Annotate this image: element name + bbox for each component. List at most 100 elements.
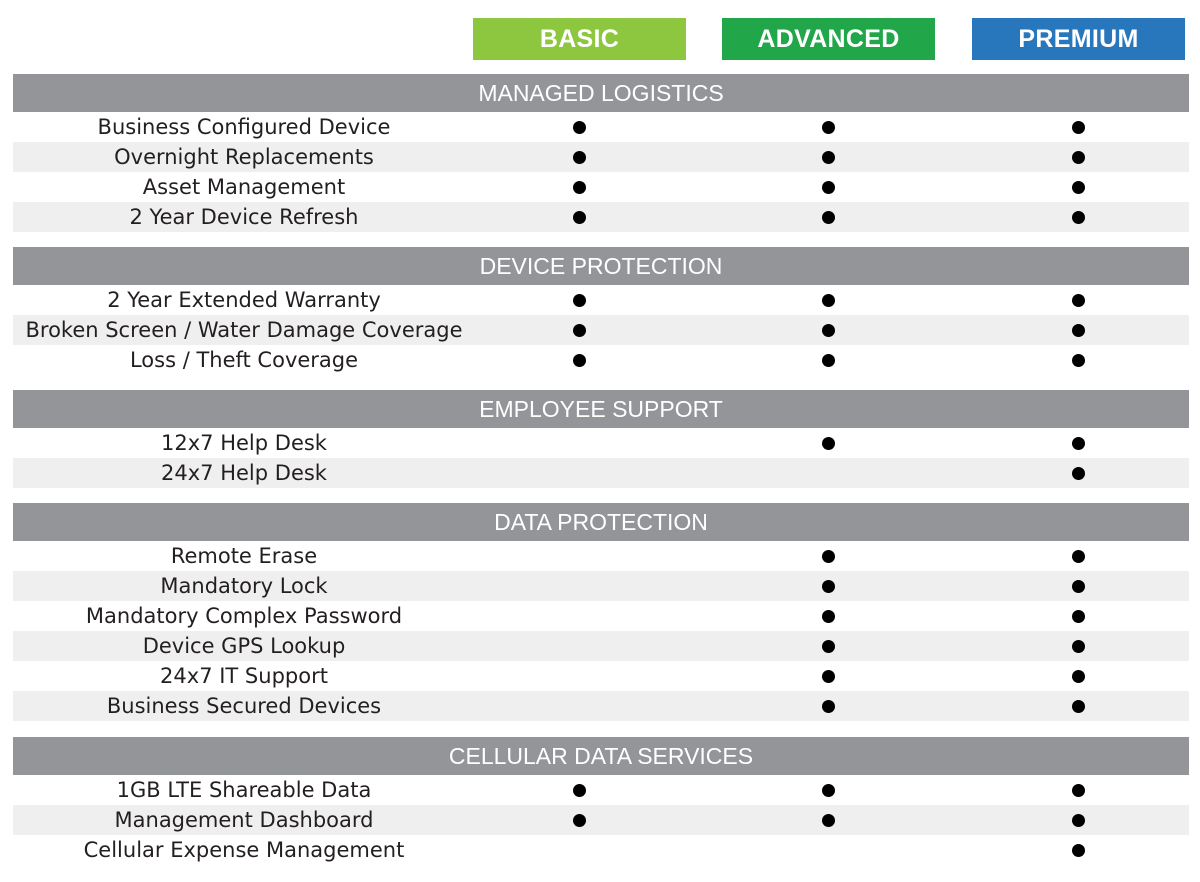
included-bullet-icon	[1072, 579, 1085, 593]
tier-cell-advanced	[722, 835, 935, 865]
included-bullet-icon	[822, 609, 835, 623]
feature-label: Management Dashboard	[114, 808, 374, 832]
feature-label: 2 Year Device Refresh	[129, 205, 359, 229]
feature-label: 1GB LTE Shareable Data	[116, 778, 372, 802]
tier-cell-basic	[473, 315, 686, 345]
feature-label: Loss / Theft Coverage	[129, 348, 359, 372]
tier-cell-advanced	[722, 285, 935, 315]
included-bullet-icon	[1072, 669, 1085, 683]
included-bullet-icon	[822, 210, 835, 224]
tier-cell-premium	[972, 571, 1185, 601]
section-title: DEVICE PROTECTION	[13, 247, 1189, 285]
tier-cell-advanced	[722, 315, 935, 345]
tier-cell-premium	[972, 285, 1185, 315]
tier-cell-basic	[473, 345, 686, 375]
feature-row: 12x7 Help Desk	[13, 428, 1189, 458]
included-bullet-icon	[1072, 639, 1085, 653]
feature-row: Mandatory Lock	[13, 571, 1189, 601]
included-bullet-icon	[822, 180, 835, 194]
included-bullet-icon	[573, 323, 586, 337]
included-bullet-icon	[573, 783, 586, 797]
tier-cell-premium	[972, 458, 1185, 488]
feature-row: Remote Erase	[13, 541, 1189, 571]
tier-basic-header: BASIC	[473, 18, 686, 60]
feature-label: 2 Year Extended Warranty	[107, 288, 381, 312]
tier-cell-basic	[473, 601, 686, 631]
tier-cell-basic	[473, 775, 686, 805]
included-bullet-icon	[822, 783, 835, 797]
tier-cell-basic	[473, 571, 686, 601]
included-bullet-icon	[1072, 353, 1085, 367]
tier-cell-premium	[972, 661, 1185, 691]
section-title: DATA PROTECTION	[13, 503, 1189, 541]
tier-cell-premium	[972, 541, 1185, 571]
tier-cell-basic	[473, 661, 686, 691]
included-bullet-icon	[1072, 843, 1085, 857]
included-bullet-icon	[1072, 210, 1085, 224]
included-bullet-icon	[822, 579, 835, 593]
tier-cell-premium	[972, 315, 1185, 345]
included-bullet-icon	[822, 669, 835, 683]
included-bullet-icon	[1072, 609, 1085, 623]
included-bullet-icon	[1072, 323, 1085, 337]
section-title: MANAGED LOGISTICS	[13, 74, 1189, 112]
tier-cell-premium	[972, 835, 1185, 865]
tier-cell-basic	[473, 458, 686, 488]
tier-cell-premium	[972, 142, 1185, 172]
included-bullet-icon	[1072, 699, 1085, 713]
feature-row: 2 Year Device Refresh	[13, 202, 1189, 232]
included-bullet-icon	[822, 353, 835, 367]
section-title: EMPLOYEE SUPPORT	[13, 390, 1189, 428]
feature-row: Management Dashboard	[13, 805, 1189, 835]
feature-row: 2 Year Extended Warranty	[13, 285, 1189, 315]
section-device-protection: DEVICE PROTECTION 2 Year Extended Warrant…	[13, 247, 1189, 375]
tier-cell-basic	[473, 202, 686, 232]
feature-row: Mandatory Complex Password	[13, 601, 1189, 631]
feature-row: Business Secured Devices	[13, 691, 1189, 721]
feature-label: Mandatory Lock	[160, 574, 328, 598]
included-bullet-icon	[1072, 783, 1085, 797]
tier-cell-advanced	[722, 202, 935, 232]
tier-cell-advanced	[722, 458, 935, 488]
section-title: CELLULAR DATA SERVICES	[13, 737, 1189, 775]
tier-cell-advanced	[722, 172, 935, 202]
tier-cell-premium	[972, 691, 1185, 721]
included-bullet-icon	[573, 120, 586, 134]
tier-cell-premium	[972, 202, 1185, 232]
tier-cell-advanced	[722, 805, 935, 835]
included-bullet-icon	[822, 436, 835, 450]
tier-cell-advanced	[722, 571, 935, 601]
feature-row: Overnight Replacements	[13, 142, 1189, 172]
tier-advanced-header: ADVANCED	[722, 18, 935, 60]
included-bullet-icon	[573, 353, 586, 367]
included-bullet-icon	[1072, 120, 1085, 134]
included-bullet-icon	[1072, 436, 1085, 450]
tier-cell-premium	[972, 172, 1185, 202]
tier-cell-basic	[473, 172, 686, 202]
tier-cell-advanced	[722, 345, 935, 375]
feature-row: Device GPS Lookup	[13, 631, 1189, 661]
tier-cell-advanced	[722, 661, 935, 691]
tier-cell-premium	[972, 112, 1185, 142]
tier-cell-advanced	[722, 691, 935, 721]
included-bullet-icon	[1072, 813, 1085, 827]
feature-row: 24x7 Help Desk	[13, 458, 1189, 488]
feature-label: Business Secured Devices	[106, 694, 382, 718]
feature-row: Broken Screen / Water Damage Coverage	[13, 315, 1189, 345]
included-bullet-icon	[1072, 293, 1085, 307]
tier-cell-basic	[473, 631, 686, 661]
feature-label: Device GPS Lookup	[142, 634, 346, 658]
tier-cell-premium	[972, 775, 1185, 805]
tier-premium-header: PREMIUM	[972, 18, 1185, 60]
included-bullet-icon	[822, 549, 835, 563]
feature-row: Cellular Expense Management	[13, 835, 1189, 865]
tier-cell-premium	[972, 805, 1185, 835]
feature-row: Business Configured Device	[13, 112, 1189, 142]
tier-cell-premium	[972, 631, 1185, 661]
included-bullet-icon	[573, 150, 586, 164]
tier-cell-advanced	[722, 775, 935, 805]
included-bullet-icon	[822, 323, 835, 337]
